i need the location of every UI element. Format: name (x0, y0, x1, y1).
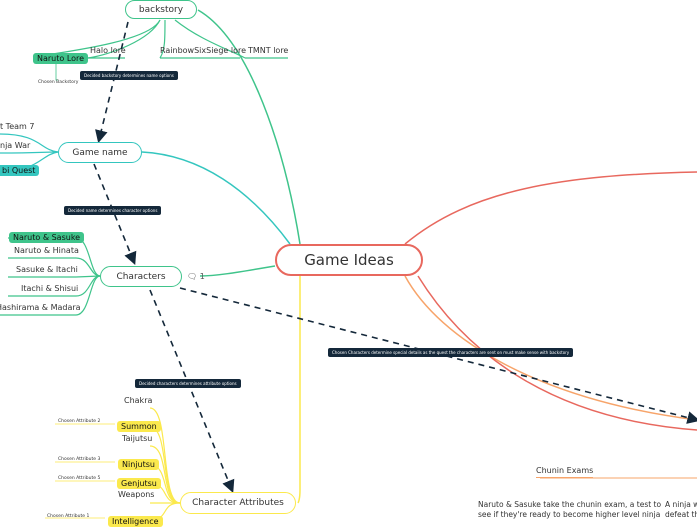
attribute-summon[interactable]: Summon (117, 414, 161, 433)
branch-bottom-right (404, 275, 697, 421)
characters-topic[interactable]: Characters (100, 266, 182, 287)
branch-attributes (297, 276, 301, 504)
branch-characters (199, 265, 276, 277)
character-item-naruto-sasuke[interactable]: Naruto & Sasuke (9, 225, 85, 244)
branch-game-name (141, 151, 291, 245)
attribute-taijutsu[interactable]: Taijutsu (122, 434, 153, 443)
attribute-summon-note: Chosen Attribute 2 (58, 419, 101, 424)
backstory-topic[interactable]: backstory (125, 0, 197, 19)
central-topic[interactable]: Game Ideas (275, 244, 423, 276)
game-name-item-ninja-war[interactable]: nja War (0, 141, 31, 150)
attribute-ninjutsu-note: Chosen Attribute 3 (58, 457, 101, 462)
attribute-weapons[interactable]: Weapons (118, 490, 155, 499)
branch-backstory (197, 9, 301, 245)
backstory-item-rainbow-lore[interactable]: RainbowSixSiege lore (160, 46, 247, 55)
attribute-genjutsu[interactable]: Genjutsu (117, 471, 161, 490)
chosen-backstory-note: Chosen Backstory (38, 80, 79, 85)
attribute-intelligence[interactable]: Intelligence (108, 509, 163, 528)
attribute-ninjutsu[interactable]: Ninjutsu (118, 452, 159, 471)
character-item-sasuke-itachi[interactable]: Sasuke & Itachi (16, 265, 78, 274)
relation-characters-to-attributes (149, 289, 235, 493)
relation-label-name[interactable]: Decided name determines character option… (64, 206, 162, 215)
character-item-hashirama-madara[interactable]: Hashirama & Madara (0, 303, 81, 312)
branch-bottom-right-2 (417, 275, 697, 431)
chunin-description: Naruto & Sasuke take the chunin exam, a … (478, 500, 662, 519)
branch-top-right (404, 171, 697, 245)
relation-label-plot[interactable]: Chosen Characters determine special deta… (328, 348, 574, 357)
comment-indicator[interactable]: 🗨 1 (187, 272, 205, 281)
game-name-item-team7[interactable]: t Team 7 (0, 122, 35, 131)
right-description: A ninja w defeat the (665, 500, 697, 519)
backstory-item-naruto-lore[interactable]: Naruto Lore (33, 46, 89, 65)
relation-label-backstory[interactable]: Decided backstory determines name option… (80, 71, 178, 80)
relation-name-to-characters (93, 163, 137, 265)
attribute-genjutsu-note: Chosen Attribute 5 (58, 476, 101, 481)
backstory-item-tmnt-lore[interactable]: TMNT lore (248, 46, 289, 55)
relation-label-characters[interactable]: Decided characters determines attribute … (135, 379, 241, 388)
chunin-exams-topic[interactable]: Chunin Exams (536, 466, 594, 478)
attribute-intelligence-note: Chosen Attribute 1 (47, 514, 90, 519)
relation-backstory-to-name (95, 21, 129, 144)
backstory-item-halo-lore[interactable]: Halo lore (90, 46, 126, 55)
character-item-itachi-shisui[interactable]: Itachi & Shisui (21, 284, 79, 293)
game-name-item-quest[interactable]: bi Quest (0, 158, 40, 177)
comment-icon: 🗨 (187, 272, 198, 281)
attributes-topic[interactable]: Character Attributes (180, 492, 296, 514)
attribute-chakra[interactable]: Chakra (124, 396, 153, 405)
game-name-topic[interactable]: Game name (58, 142, 142, 163)
character-item-naruto-hinata[interactable]: Naruto & Hinata (14, 246, 79, 255)
